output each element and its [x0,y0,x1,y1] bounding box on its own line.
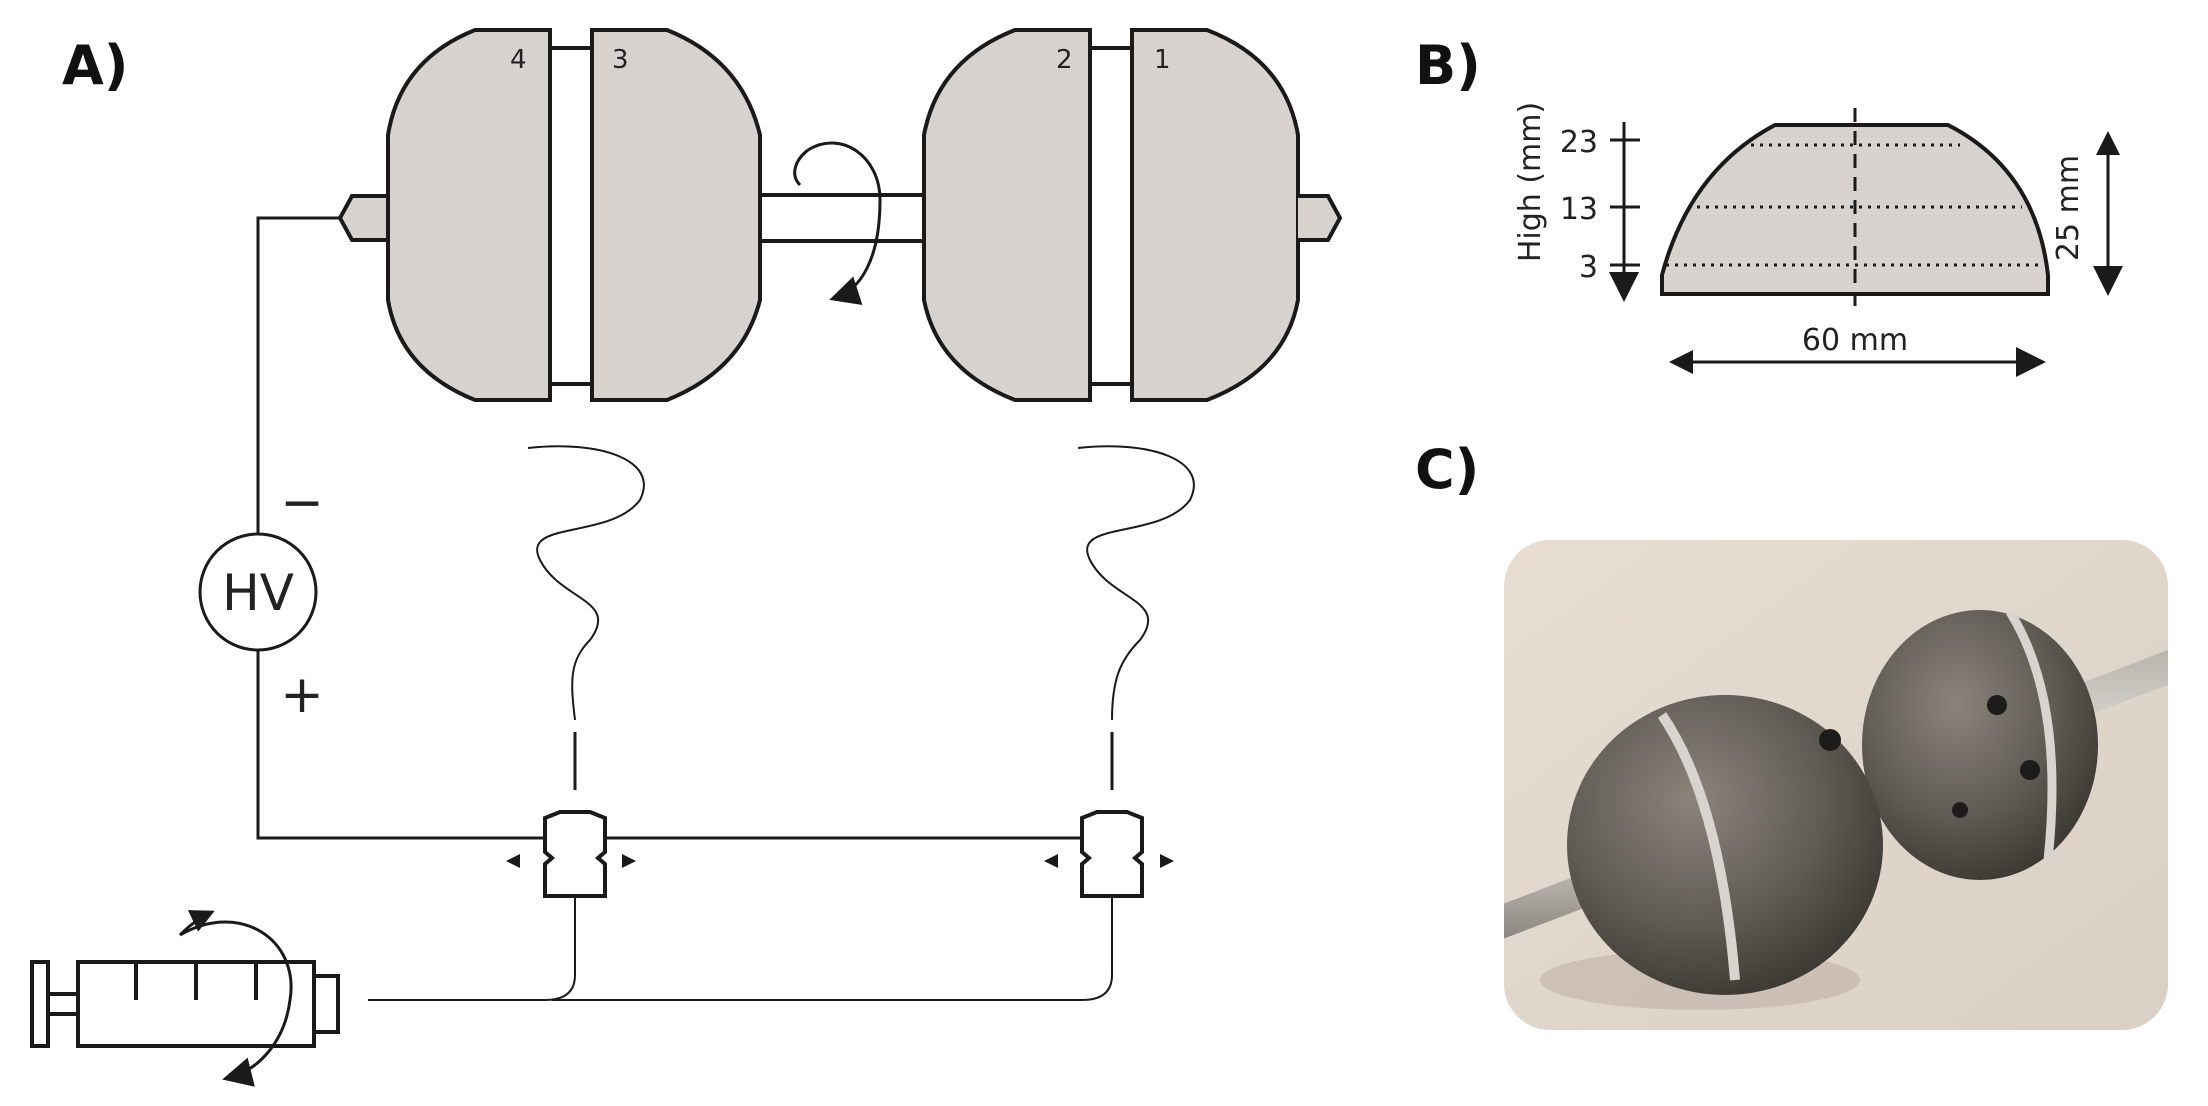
height-dimension-label: 25 mm [2051,155,2086,261]
panel-c-label: C) [1415,438,1479,501]
panel-b-label: B) [1415,34,1481,97]
nozzle-left-arrow-left [506,854,520,868]
right-tip [1298,194,1343,242]
nozzle-right [1080,810,1144,898]
positive-sign: + [280,665,324,725]
width-dimension-label: 60 mm [1802,323,1908,358]
feed-line-left [368,896,576,1001]
rotation-arrow-tail [793,148,809,187]
segment-1-number: 1 [1154,45,1171,75]
segment-3 [590,28,762,402]
tick-label-23: 23 [1560,125,1598,160]
segment-4-number: 4 [510,45,527,75]
feed-line-right [552,896,1113,1001]
segment-1 [1130,28,1300,402]
panel-a-label: A) [62,34,128,97]
hv-source [198,532,318,652]
hv-label: HV [222,564,294,622]
tick-label-3: 3 [1579,250,1598,285]
height-axis-label: High (mm) [1513,102,1548,262]
segment-3-number: 3 [612,45,629,75]
segment-2-number: 2 [1056,45,1073,75]
shaft [758,193,926,243]
tick-label-13: 13 [1560,192,1598,227]
nozzle-left [543,810,607,898]
left-tip [337,194,388,242]
photo-electrodes [1504,540,2168,1030]
segment-4 [386,28,552,402]
electrode-assembly: 4 3 2 1 [337,28,1343,402]
spacer-right [1088,46,1134,386]
wire-negative [256,216,340,534]
negative-sign: − [280,473,324,533]
jet-left [527,445,645,721]
nozzle-right-arrow-right [1160,854,1174,868]
syringe-rotation-arrow-top [178,910,215,937]
wire-positive [256,650,1098,840]
syringe-pump [30,960,340,1048]
rotation-arrow-shaft [807,141,882,305]
profile-diagram [1660,108,2050,312]
nozzle-right-arrow-left [1044,854,1058,868]
syringe-rotation-arrow [179,920,293,1087]
jet-right [1077,445,1195,721]
spacer-left [548,46,594,386]
segment-2 [922,28,1092,402]
nozzle-left-arrow-right [622,854,636,868]
